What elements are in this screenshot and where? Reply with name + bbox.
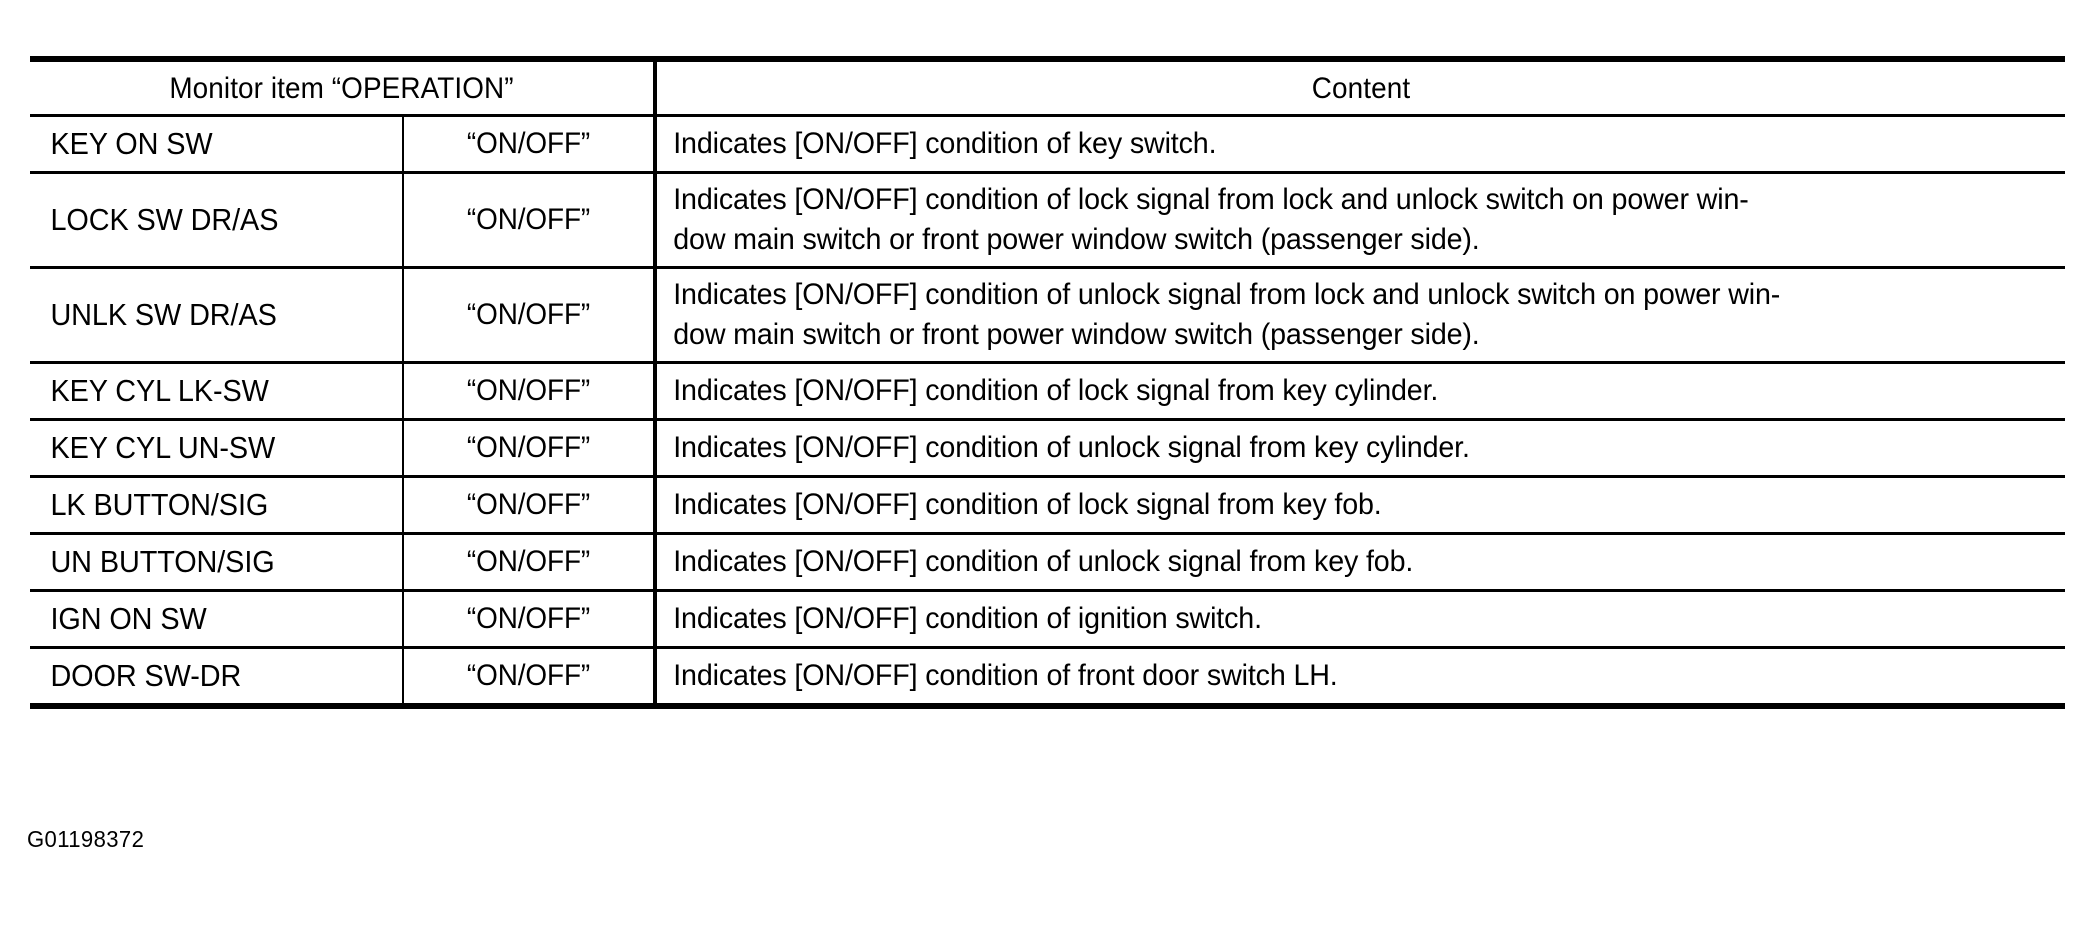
- monitor-item-content-cell: Indicates [ON/OFF] condition of key swit…: [655, 115, 2066, 174]
- monitor-item-operation-cell: “ON/OFF”: [403, 533, 658, 592]
- monitor-item-operation-cell: “ON/OFF”: [403, 172, 658, 269]
- monitor-item-operation-value: “ON/OFF”: [466, 601, 591, 635]
- content-line: dow main switch or front power window sw…: [673, 318, 1480, 351]
- monitor-item-content-text: Indicates [ON/OFF] condition of front do…: [657, 656, 2002, 696]
- monitor-item-name-cell: KEY ON SW: [30, 115, 404, 174]
- monitor-item-name-label: LK BUTTON/SIG: [50, 487, 269, 523]
- monitor-item-content-text: Indicates [ON/OFF] condition of lock sig…: [657, 371, 2002, 411]
- content-line: dow main switch or front power window sw…: [673, 223, 1480, 256]
- monitor-item-content-text: Indicates [ON/OFF] condition of unlock s…: [657, 428, 2002, 468]
- table-row: KEY CYL UN-SW “ON/OFF” Indicates [ON/OFF] …: [30, 419, 2066, 478]
- monitor-item-operation-value: “ON/OFF”: [466, 373, 591, 407]
- table-row: KEY ON SW “ON/OFF” Indicates [ON/OFF] cond…: [30, 115, 2066, 174]
- table-row: DOOR SW-DR “ON/OFF” Indicates [ON/OFF] con…: [30, 647, 2066, 706]
- content-line: Indicates [ON/OFF] condition of unlock s…: [673, 545, 1414, 579]
- table-body: KEY ON SW “ON/OFF” Indicates [ON/OFF] cond…: [30, 115, 2066, 706]
- table-header: Monitor item “OPERATION” Content: [30, 59, 2066, 117]
- monitor-item-operation-cell: “ON/OFF”: [403, 267, 658, 364]
- monitor-item-name-label: UNLK SW DR/AS: [50, 297, 277, 333]
- monitor-item-content-cell: Indicates [ON/OFF] condition of unlock s…: [655, 533, 2066, 592]
- monitor-item-name-cell: LK BUTTON/SIG: [30, 476, 404, 535]
- content-line: Indicates [ON/OFF] condition of unlock s…: [673, 431, 1470, 465]
- monitor-item-content-text: Indicates [ON/OFF] condition of lock sig…: [657, 180, 2002, 260]
- monitor-item-operation-cell: “ON/OFF”: [403, 476, 658, 535]
- column-header-content: Content: [655, 59, 2066, 117]
- content-line: Indicates [ON/OFF] condition of lock sig…: [673, 183, 1749, 217]
- monitor-item-content-text: Indicates [ON/OFF] condition of ignition…: [657, 599, 2002, 639]
- monitor-item-content-cell: Indicates [ON/OFF] condition of front do…: [655, 647, 2066, 706]
- monitor-item-content-cell: Indicates [ON/OFF] condition of lock sig…: [655, 476, 2066, 535]
- table-row: UN BUTTON/SIG “ON/OFF” Indicates [ON/OFF] …: [30, 533, 2066, 592]
- content-line: Indicates [ON/OFF] condition of front do…: [673, 659, 1338, 693]
- monitor-item-table-container: Monitor item “OPERATION” Content KEY ON …: [30, 56, 2066, 709]
- column-header-monitor-item: Monitor item “OPERATION”: [30, 59, 658, 117]
- monitor-item-content-cell: Indicates [ON/OFF] condition of ignition…: [655, 590, 2066, 649]
- monitor-item-operation-cell: “ON/OFF”: [403, 590, 658, 649]
- monitor-item-operation-cell: “ON/OFF”: [403, 115, 658, 174]
- monitor-item-name-cell: KEY CYL UN-SW: [30, 419, 404, 478]
- monitor-item-content-text: Indicates [ON/OFF] condition of unlock s…: [657, 275, 2002, 355]
- monitor-item-name-label: DOOR SW-DR: [50, 658, 242, 694]
- content-line: Indicates [ON/OFF] condition of unlock s…: [673, 278, 1781, 312]
- content-line: Indicates [ON/OFF] condition of ignition…: [673, 602, 1262, 636]
- monitor-item-name-label: UN BUTTON/SIG: [50, 544, 275, 580]
- monitor-item-name-label: KEY CYL UN-SW: [50, 430, 276, 466]
- monitor-item-name-cell: UN BUTTON/SIG: [30, 533, 404, 592]
- monitor-item-content-cell: Indicates [ON/OFF] condition of unlock s…: [655, 267, 2066, 364]
- monitor-item-operation-cell: “ON/OFF”: [403, 419, 658, 478]
- monitor-item-operation-value: “ON/OFF”: [466, 544, 591, 578]
- monitor-item-name-cell: KEY CYL LK-SW: [30, 362, 404, 421]
- column-header-monitor-item-label: Monitor item “OPERATION”: [169, 71, 514, 105]
- content-line: Indicates [ON/OFF] condition of lock sig…: [673, 374, 1439, 408]
- monitor-item-name-cell: IGN ON SW: [30, 590, 404, 649]
- monitor-item-content-cell: Indicates [ON/OFF] condition of lock sig…: [655, 172, 2066, 269]
- monitor-item-operation-cell: “ON/OFF”: [403, 362, 658, 421]
- monitor-item-name-cell: DOOR SW-DR: [30, 647, 404, 706]
- monitor-item-operation-value: “ON/OFF”: [466, 126, 591, 160]
- monitor-item-content-cell: Indicates [ON/OFF] condition of unlock s…: [655, 419, 2066, 478]
- table-row: LK BUTTON/SIG “ON/OFF” Indicates [ON/OFF] …: [30, 476, 2066, 535]
- monitor-item-operation-value: “ON/OFF”: [466, 202, 591, 236]
- monitor-item-name-cell: UNLK SW DR/AS: [30, 267, 404, 364]
- monitor-item-name-cell: LOCK SW DR/AS: [30, 172, 404, 269]
- monitor-item-name-label: LOCK SW DR/AS: [50, 202, 279, 238]
- monitor-item-name-label: KEY CYL LK-SW: [50, 373, 269, 409]
- monitor-item-name-label: IGN ON SW: [50, 601, 207, 637]
- monitor-item-operation-cell: “ON/OFF”: [403, 647, 658, 706]
- table-row: LOCK SW DR/AS “ON/OFF” Indicates [ON/OFF] …: [30, 172, 2066, 269]
- monitor-item-name-label: KEY ON SW: [50, 126, 213, 162]
- monitor-item-content-text: Indicates [ON/OFF] condition of key swit…: [657, 124, 2002, 164]
- table-header-row: Monitor item “OPERATION” Content: [30, 59, 2066, 117]
- figure-reference-code: G01198372: [27, 826, 145, 852]
- content-line: Indicates [ON/OFF] condition of key swit…: [673, 127, 1217, 161]
- column-header-content-label: Content: [1311, 71, 1411, 105]
- table-row: IGN ON SW “ON/OFF” Indicates [ON/OFF] cond…: [30, 590, 2066, 649]
- monitor-item-table: Monitor item “OPERATION” Content KEY ON …: [30, 56, 2066, 709]
- content-line: Indicates [ON/OFF] condition of lock sig…: [673, 488, 1382, 522]
- table-row: UNLK SW DR/AS “ON/OFF” Indicates [ON/OFF] …: [30, 267, 2066, 364]
- monitor-item-content-text: Indicates [ON/OFF] condition of lock sig…: [657, 485, 2002, 525]
- monitor-item-operation-value: “ON/OFF”: [466, 487, 591, 521]
- monitor-item-content-cell: Indicates [ON/OFF] condition of lock sig…: [655, 362, 2066, 421]
- monitor-item-operation-value: “ON/OFF”: [466, 658, 591, 692]
- monitor-item-operation-value: “ON/OFF”: [466, 297, 591, 331]
- monitor-item-operation-value: “ON/OFF”: [466, 430, 591, 464]
- table-row: KEY CYL LK-SW “ON/OFF” Indicates [ON/OFF] …: [30, 362, 2066, 421]
- monitor-item-content-text: Indicates [ON/OFF] condition of unlock s…: [657, 542, 2002, 582]
